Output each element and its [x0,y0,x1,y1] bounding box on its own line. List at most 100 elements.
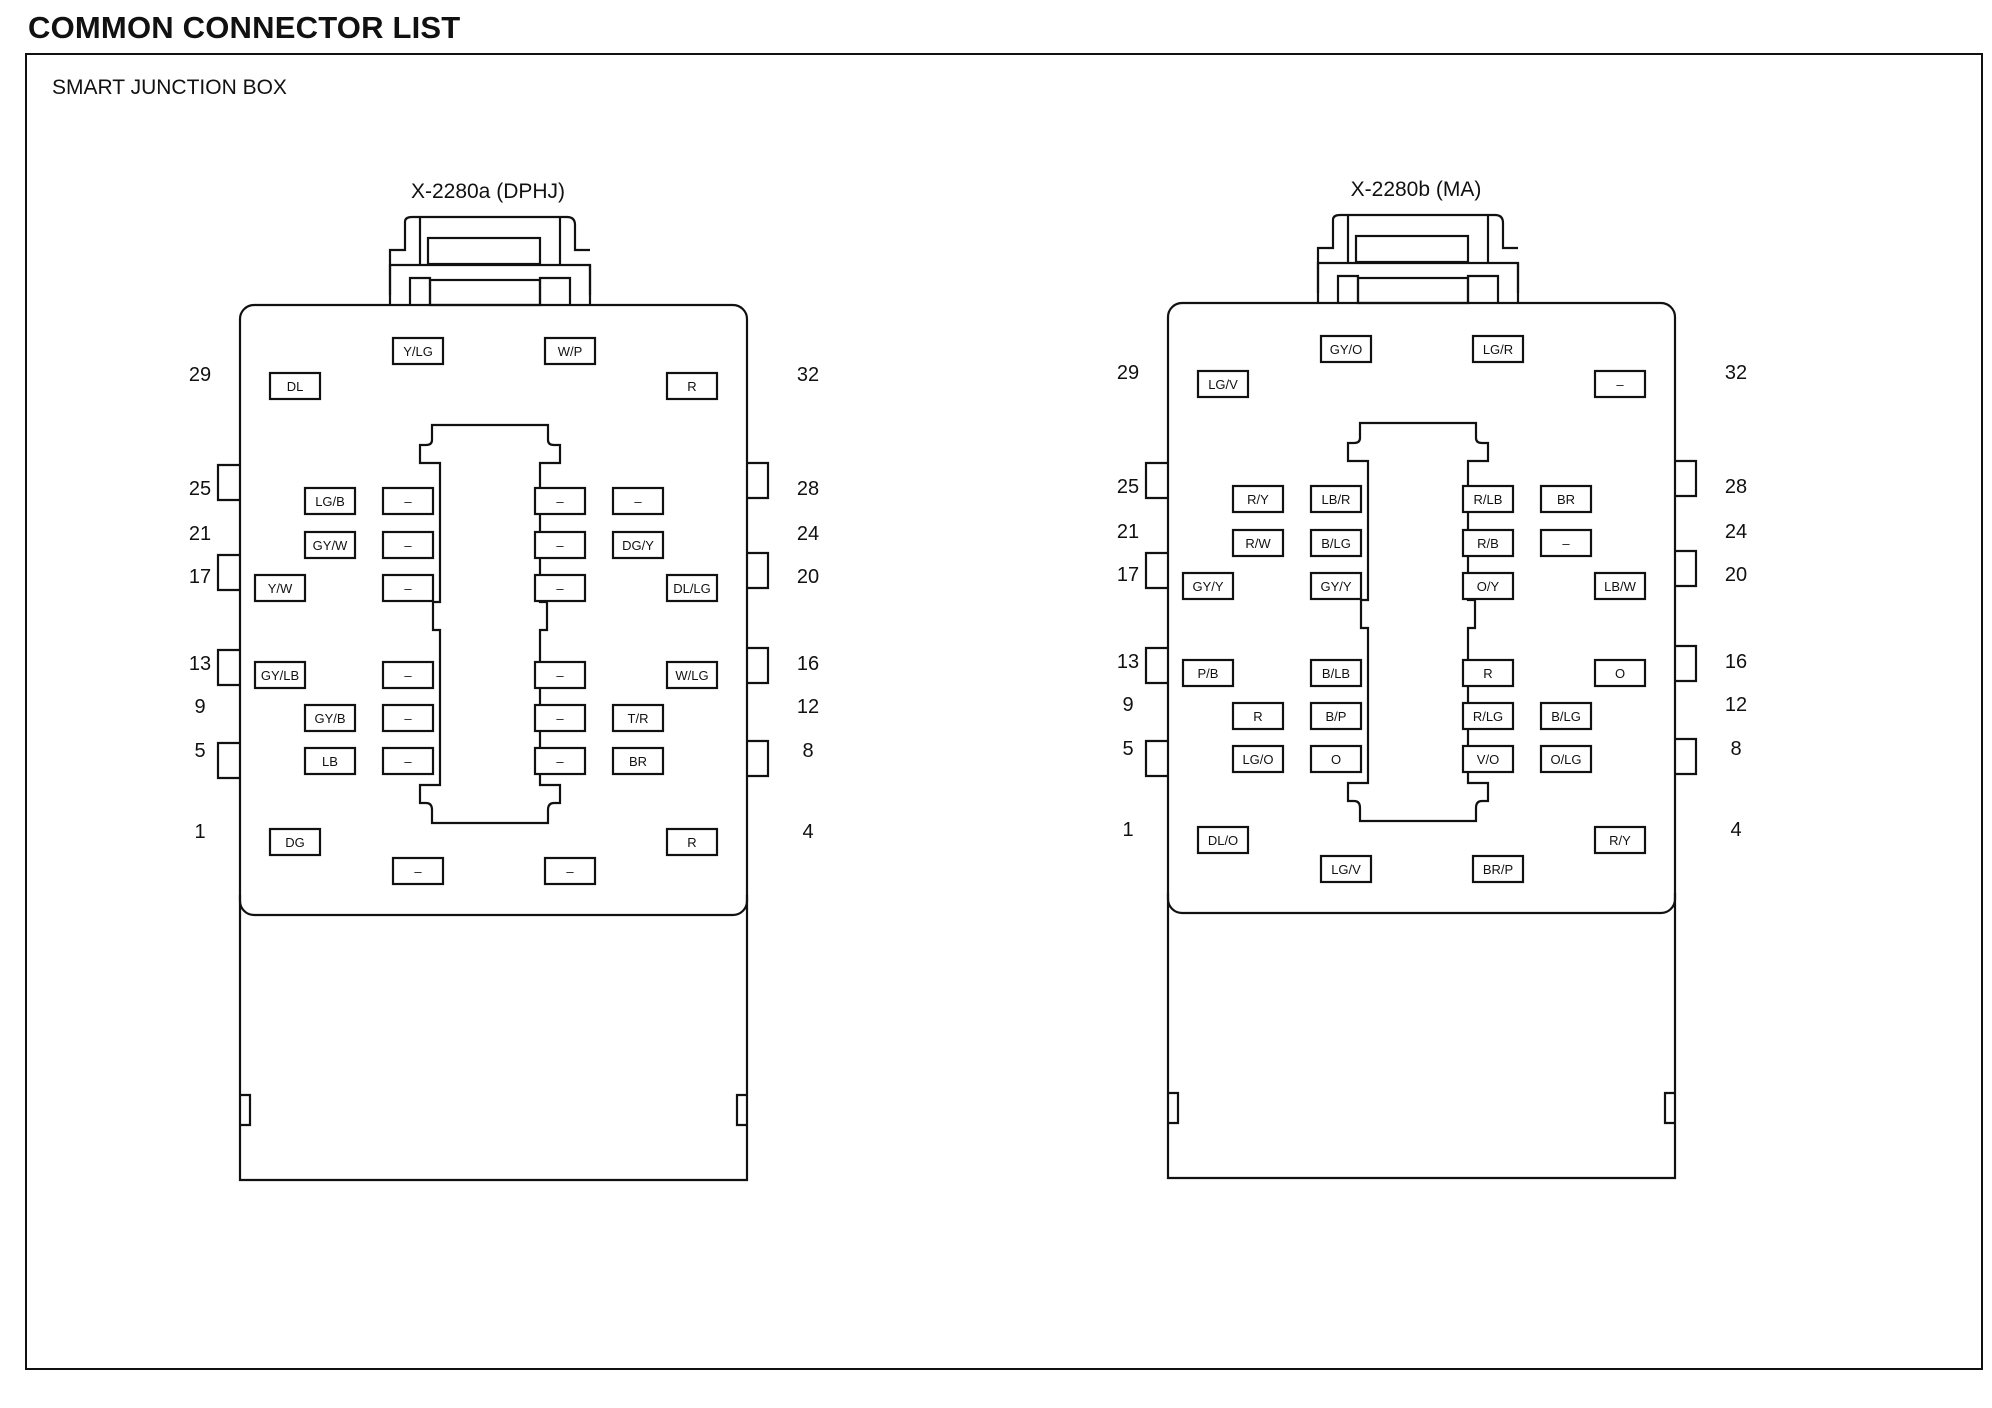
wire-color-label: GY/LB [261,668,299,683]
wire-color-label: DL/O [1208,833,1238,848]
wire-color-label: LB [322,754,338,769]
latch-posts [1346,215,1490,263]
wire-slot [1539,528,1593,558]
wire-slot [1181,658,1235,688]
pin-number: 12 [797,696,819,718]
pin-number: 5 [194,740,205,762]
left-side-tab [216,648,240,687]
wire-color-label: BR [1557,492,1575,507]
wire-color-label: T/R [628,711,649,726]
wire-slot [381,660,435,690]
wire-color-label: – [634,494,642,509]
wire-color-label: – [556,711,564,726]
wire-color-label: V/O [1477,752,1499,767]
wire-slot [611,486,665,516]
wire-slot [253,573,307,603]
wire-color-label: BR/P [1483,862,1513,877]
right-side-tab [1675,459,1698,498]
wire-slot [303,486,357,516]
pin-number: 24 [797,523,819,545]
wire-color-label: GY/O [1330,342,1363,357]
latch-window [1356,276,1470,305]
pin-number: 8 [1730,738,1741,760]
latch-posts [418,217,562,265]
right-side-tab [1675,737,1698,776]
wire-color-label: LG/O [1242,752,1273,767]
wire-color-label: Y/W [268,581,293,596]
wire-slot [665,573,719,603]
latch-slots [408,276,572,305]
wire-color-label: R/W [1245,536,1271,551]
wire-color-label: O [1615,666,1625,681]
pin-number: 24 [1725,521,1747,543]
wire-slot [303,703,357,733]
wire-color-label: GY/B [314,711,345,726]
wire-slot [1471,334,1525,364]
wire-color-label: – [556,538,564,553]
pin-number: 8 [802,740,813,762]
wire-slot [665,827,719,857]
wire-slot [1593,658,1647,688]
wire-color-label: – [404,754,412,769]
wire-slot [1539,744,1593,774]
pin-number: 32 [797,364,819,386]
wire-color-label: R [1253,709,1262,724]
wire-color-label: R [687,379,696,394]
latch-top [388,215,590,265]
wire-slot [1461,744,1515,774]
wire-color-label: GY/Y [1192,579,1223,594]
latch-base [1316,261,1520,303]
wire-slot [1471,854,1525,884]
body-clips [240,1093,747,1127]
pin-number: 9 [194,696,205,718]
latch-tab [1354,234,1470,264]
pin-number: 1 [1122,819,1133,841]
wire-slot [1309,571,1363,601]
wire-color-label: – [1562,536,1570,551]
pin-number: 4 [1730,819,1741,841]
connector-body [1166,893,1677,1180]
wire-color-label: R [1483,666,1492,681]
wire-slot [1319,334,1373,364]
wire-color-label: O [1331,752,1341,767]
wire-color-label: Y/LG [403,344,433,359]
wire-color-label: R/LG [1473,709,1503,724]
latch-window [428,278,542,307]
wire-color-label: – [414,864,422,879]
wire-color-label: – [404,494,412,509]
pin-number: 25 [189,478,211,500]
wire-color-label: W/LG [675,668,708,683]
diagram-frame [25,53,1983,1370]
pin-number: 1 [194,821,205,843]
wire-slot [1309,744,1363,774]
left-side-tab [1144,646,1168,685]
wire-slot [391,856,445,886]
body-clips [1168,1091,1675,1125]
wire-color-label: – [404,711,412,726]
wire-slot [533,530,587,560]
wire-slot [665,371,719,401]
wire-slot [533,703,587,733]
wire-slot [1309,528,1363,558]
wire-color-label: – [556,668,564,683]
wire-color-label: B/LG [1551,709,1581,724]
wire-color-label: – [556,754,564,769]
wire-slot [1461,528,1515,558]
wire-slot [533,660,587,690]
pin-number: 4 [802,821,813,843]
wire-slot [543,336,597,366]
wire-color-label: – [1616,377,1624,392]
pin-number: 13 [1117,651,1139,673]
left-side-tab [216,741,240,780]
wire-color-label: W/P [558,344,583,359]
wire-color-label: LG/R [1483,342,1513,357]
wire-color-label: R/Y [1247,492,1269,507]
wire-slot [1593,571,1647,601]
wire-slot [303,530,357,560]
wire-slot [611,703,665,733]
wire-slot [1461,658,1515,688]
wire-color-label: R/Y [1609,833,1631,848]
